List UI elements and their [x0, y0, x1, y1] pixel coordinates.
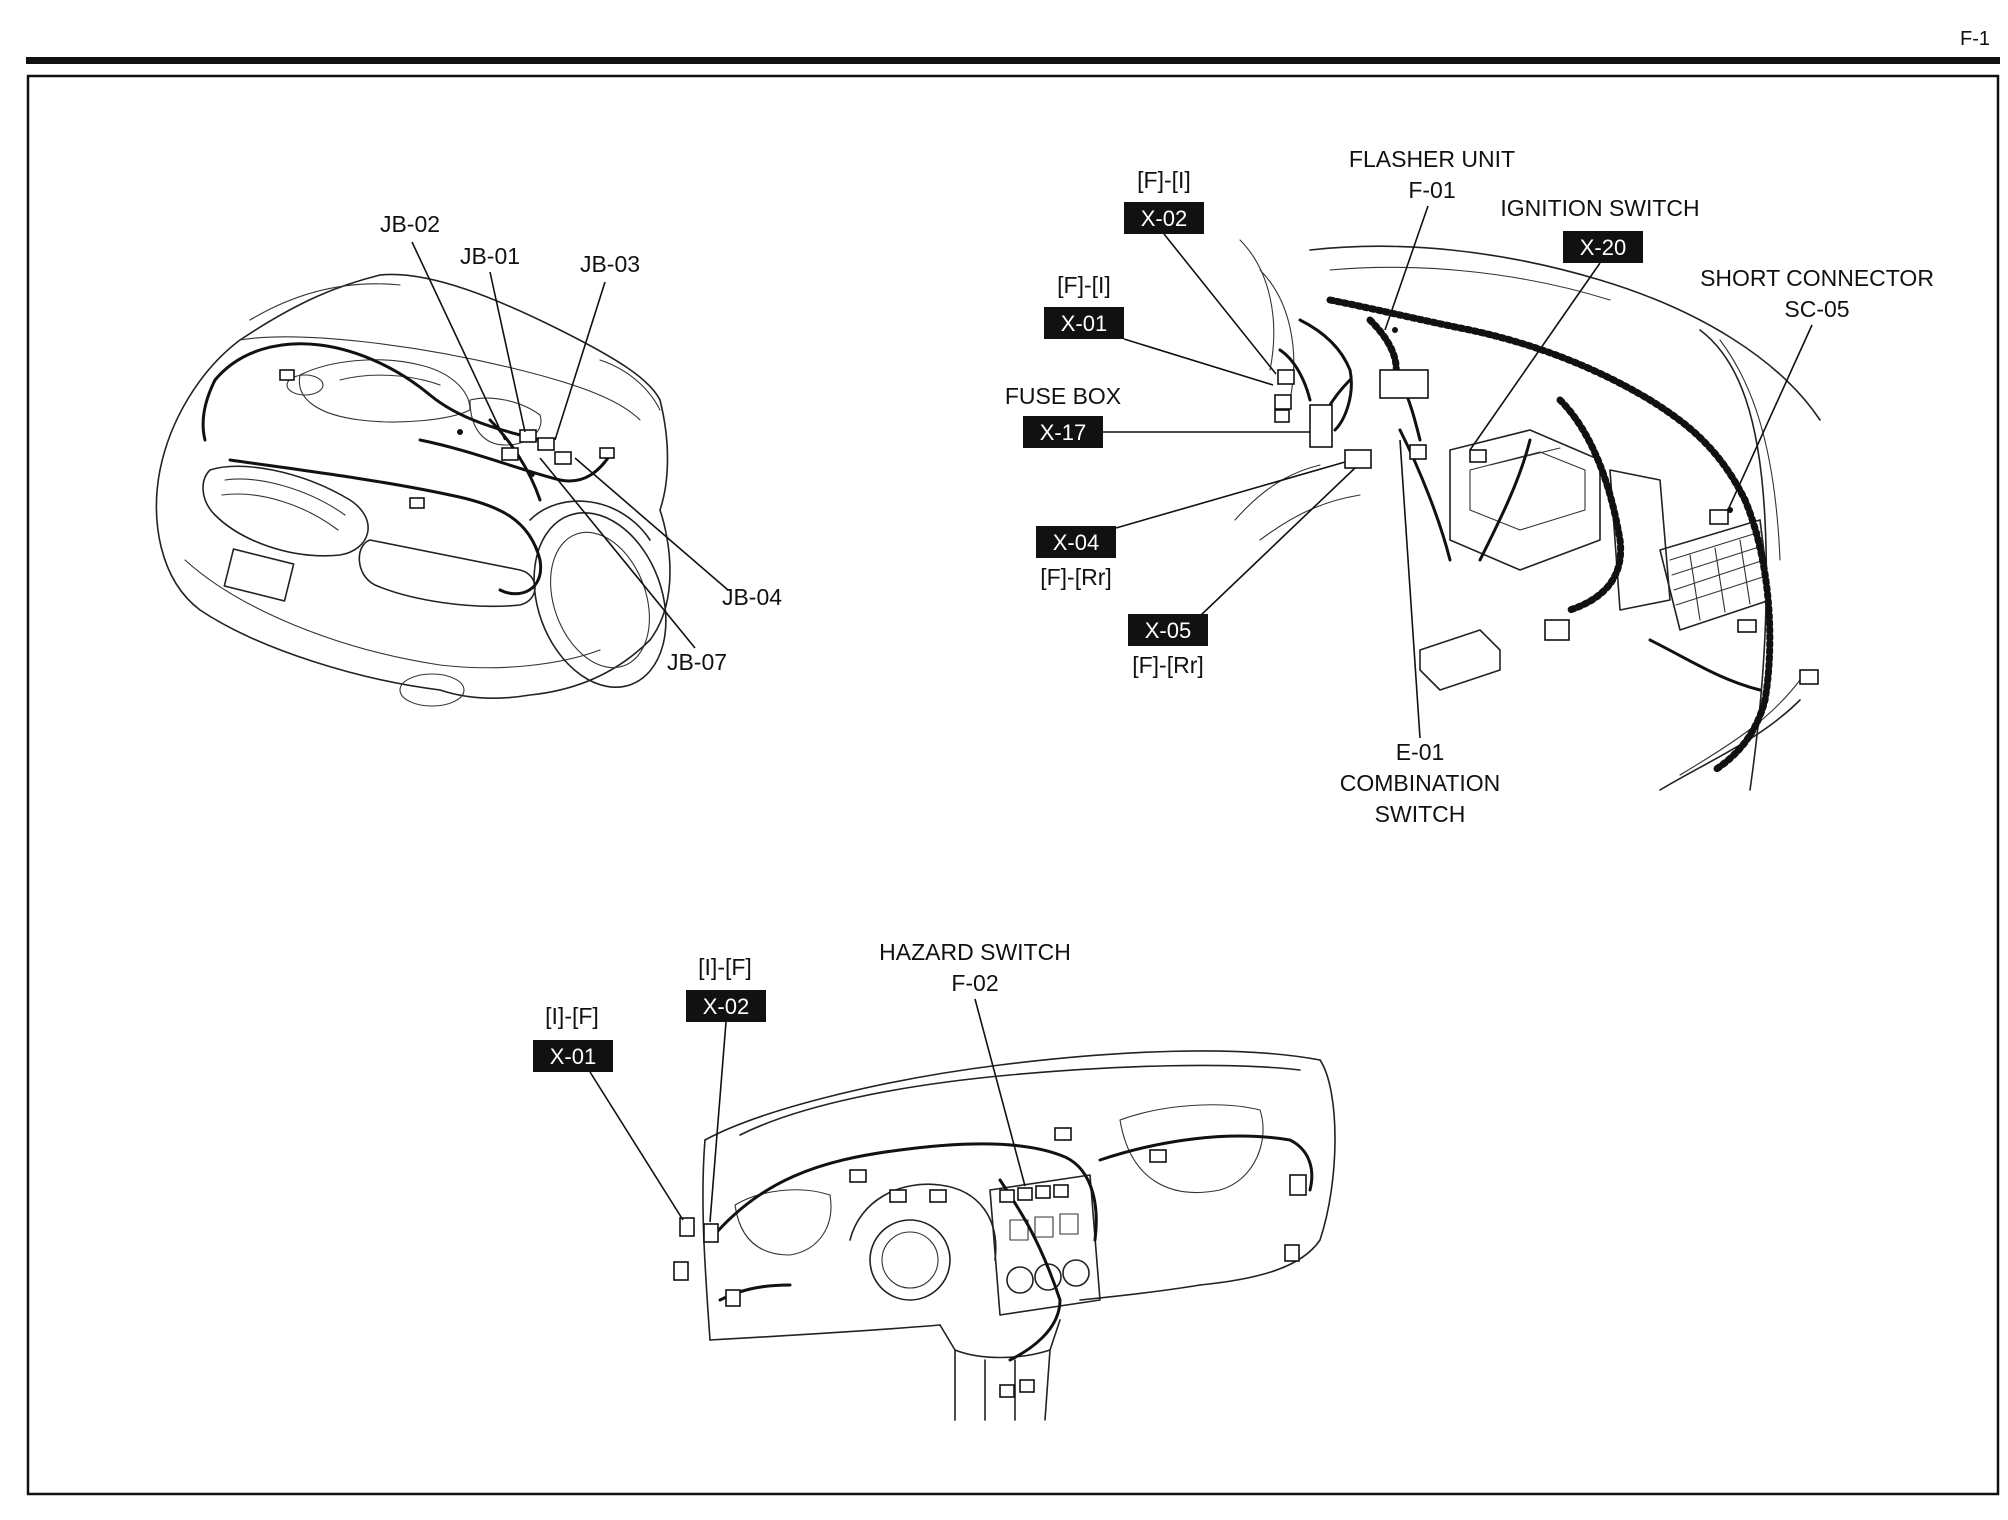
x02-dash-direction: [I]-[F]	[698, 954, 752, 980]
fuse-box-code: X-17	[1040, 420, 1086, 445]
jb-04-label: JB-04	[722, 584, 782, 610]
short-connector-leader	[1727, 324, 1813, 511]
flasher-unit-label: FLASHER UNIT	[1349, 146, 1515, 172]
engine-bay-illustration	[155, 273, 671, 707]
flasher-unit-leader	[1384, 205, 1429, 331]
x01-cabin-tag	[1044, 307, 1124, 339]
ignition-switch-label: IGNITION SWITCH	[1500, 195, 1699, 221]
x04-tag	[1036, 526, 1116, 558]
diagram-frame	[26, 74, 2000, 1496]
x01-dash-tag	[533, 1040, 613, 1072]
jb-07-label: JB-07	[667, 649, 727, 675]
x04-leader	[1115, 461, 1346, 529]
x04-direction: [F]-[Rr]	[1040, 564, 1112, 590]
x02-cabin-direction: [F]-[I]	[1137, 167, 1191, 193]
x01-cabin-code: X-01	[1061, 311, 1107, 336]
combination-switch-line1: COMBINATION	[1340, 770, 1501, 796]
jb-01-label: JB-01	[460, 243, 520, 269]
short-connector-label: SHORT CONNECTOR	[1700, 265, 1934, 291]
x04-code: X-04	[1053, 530, 1099, 555]
fuse-box-tag	[1023, 416, 1103, 448]
x02-dash-tag	[686, 990, 766, 1022]
cabin-illustration	[1234, 239, 1821, 791]
combination-switch-code: E-01	[1396, 739, 1445, 765]
x01-dash-direction: [I]-[F]	[545, 1003, 599, 1029]
combination-switch-leader	[1399, 439, 1421, 739]
hazard-switch-label: HAZARD SWITCH	[879, 939, 1071, 965]
x05-code: X-05	[1145, 618, 1191, 643]
jb-01-leader	[489, 271, 526, 433]
header-rule	[26, 57, 2000, 64]
x01-cabin-leader	[1123, 338, 1274, 386]
jb-02-leader	[411, 241, 506, 441]
x02-cabin-tag	[1124, 202, 1204, 234]
jb-03-leader	[554, 281, 606, 441]
dashboard-illustration	[673, 1050, 1336, 1421]
x02-dash-leader	[709, 1021, 727, 1223]
x02-dash-code: X-02	[703, 994, 749, 1019]
x01-dash-leader	[589, 1071, 684, 1221]
x02-cabin-leader	[1163, 233, 1277, 375]
hazard-switch-leader	[974, 998, 1026, 1187]
combination-switch-line2: SWITCH	[1375, 801, 1466, 827]
x05-leader	[1199, 467, 1356, 617]
jb-02-label: JB-02	[380, 211, 440, 237]
short-connector-code: SC-05	[1784, 296, 1849, 322]
hazard-switch-code: F-02	[951, 970, 998, 996]
jb-07-leader	[539, 457, 696, 649]
x05-direction: [F]-[Rr]	[1132, 652, 1204, 678]
x01-cabin-direction: [F]-[I]	[1057, 272, 1111, 298]
x01-dash-code: X-01	[550, 1044, 596, 1069]
jb-04-leader	[574, 457, 729, 591]
flasher-unit-code: F-01	[1408, 177, 1455, 203]
x02-cabin-code: X-02	[1141, 206, 1187, 231]
page-number: F-1	[1960, 28, 1990, 50]
fuse-box-label: FUSE BOX	[1005, 383, 1121, 409]
x05-tag	[1128, 614, 1208, 646]
ignition-switch-leader	[1469, 262, 1601, 451]
jb-03-label: JB-03	[580, 251, 640, 277]
ignition-switch-code: X-20	[1580, 235, 1626, 260]
ignition-switch-tag	[1563, 231, 1643, 263]
